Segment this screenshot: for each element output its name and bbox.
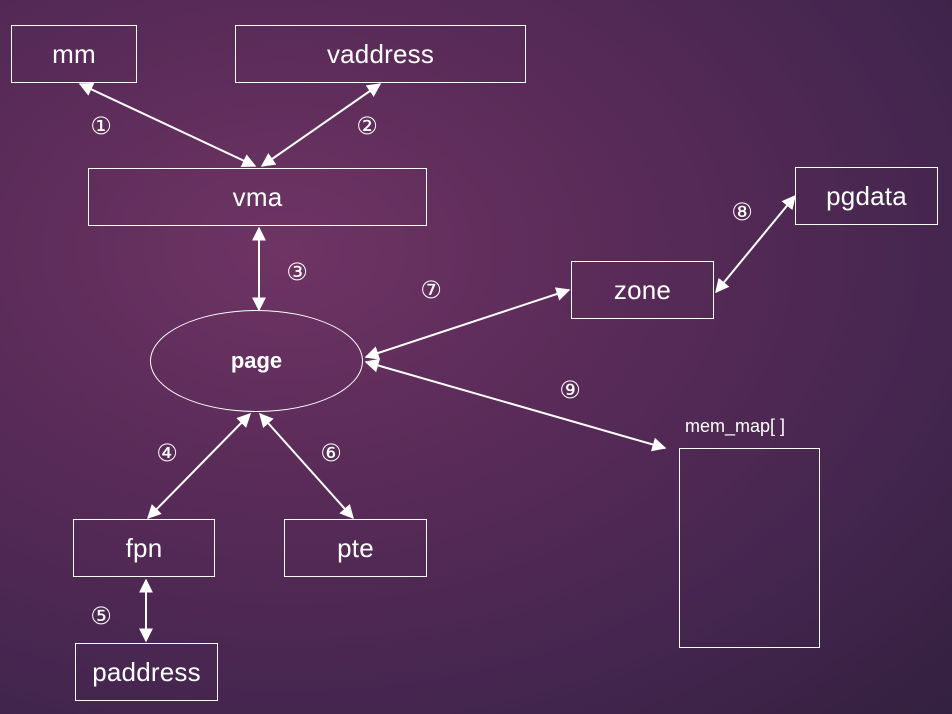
- node-paddress: paddress: [75, 643, 218, 701]
- node-page: page: [150, 310, 363, 412]
- edge-label-7: ⑦: [420, 276, 442, 304]
- node-vaddress: vaddress: [235, 25, 526, 83]
- node-zone: zone: [571, 261, 714, 319]
- edge-page-zone: [364, 287, 571, 360]
- edge-label-5: ⑤: [90, 602, 112, 630]
- node-pgdata: pgdata: [795, 167, 938, 225]
- edge-label-9: ⑨: [559, 376, 581, 404]
- edge-label-2: ②: [356, 112, 378, 140]
- edge-label-3: ③: [286, 258, 308, 286]
- node-pte: pte: [284, 519, 427, 577]
- node-fpn: fpn: [73, 519, 215, 577]
- node-vma: vma: [88, 168, 427, 226]
- edge-label-1: ①: [90, 112, 112, 140]
- edge-page-memmap: [364, 358, 667, 452]
- edge-label-6: ⑥: [320, 439, 342, 467]
- mem-map-label: mem_map[ ]: [685, 416, 786, 436]
- node-mm: mm: [11, 25, 137, 83]
- edge-label-4: ④: [156, 439, 178, 467]
- edge-label-8: ⑧: [731, 198, 753, 226]
- node-mem-map-array: [679, 448, 820, 648]
